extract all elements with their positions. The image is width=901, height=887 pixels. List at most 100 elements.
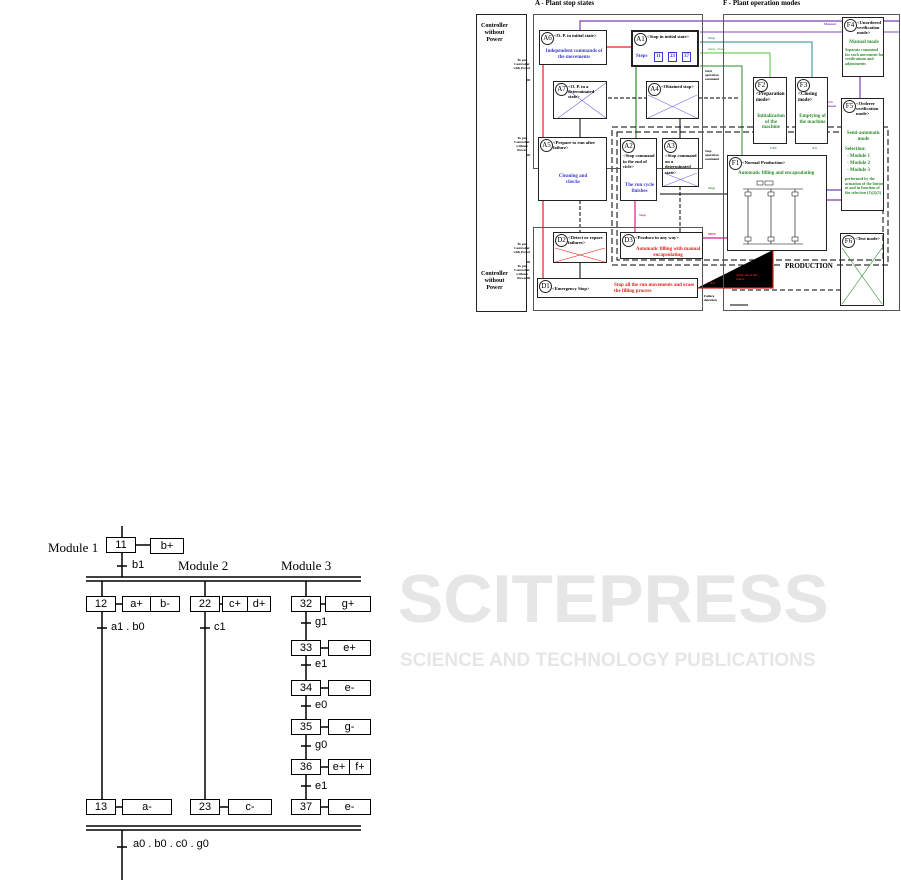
state-id: A1 xyxy=(634,33,647,46)
action-e-plus: e+ xyxy=(328,640,371,656)
action-d-plus: d+ xyxy=(247,596,271,612)
step-tag: 23 xyxy=(668,52,677,62)
transition-c1: c1 xyxy=(214,621,226,633)
arrow-label: Auto. Start xyxy=(708,47,725,51)
state-desc: The run cycle finishes xyxy=(624,183,655,194)
action-g-plus: g+ xyxy=(325,596,371,612)
step-34[interactable]: 34 xyxy=(291,680,321,696)
action-g-minus: g- xyxy=(328,719,371,735)
state-f5[interactable]: F5 <Orderer verification mode> Semi-auto… xyxy=(841,98,884,211)
state-id: F4 xyxy=(844,19,857,32)
state-id: F1 xyxy=(729,157,742,170)
step-37[interactable]: 37 xyxy=(291,799,321,815)
arrow-label: Stop xyxy=(708,186,715,190)
state-a3[interactable]: A3 <Stop command on a determinated state… xyxy=(662,138,699,187)
step-33[interactable]: 33 xyxy=(291,640,321,656)
state-title: <Detect or repare failures> xyxy=(568,235,603,245)
state-id: A2 xyxy=(622,140,635,153)
state-desc: Automatic filling and encapsulating xyxy=(738,171,815,176)
action-e-plus-2: e+ xyxy=(328,759,350,775)
state-f1[interactable]: F1 <Normal Production> Automatic filling… xyxy=(727,155,827,251)
state-id: A6 xyxy=(541,32,554,45)
arrow-label: CFS xyxy=(770,146,777,150)
state-id: A4 xyxy=(648,83,661,96)
state-id: D3 xyxy=(622,234,635,247)
state-a5[interactable]: A5 <Prepare to run after failure> Cleani… xyxy=(538,137,607,201)
controller-without-power-bottom: Controller without Power xyxy=(481,271,508,291)
state-a2[interactable]: A2 <Stop command in the end of cicle> Th… xyxy=(620,138,657,201)
action-f-plus: f+ xyxy=(349,759,371,775)
step-tag: 11 xyxy=(654,52,663,62)
arrow-label: Failure detection xyxy=(704,294,717,302)
state-f3[interactable]: F3 <Closing mode> Emptying of the machin… xyxy=(795,77,828,144)
section-a-box xyxy=(533,14,703,169)
state-a1[interactable]: A1 <Stop in initial state> Steps 11 23 3… xyxy=(631,30,699,67)
step-36[interactable]: 36 xyxy=(291,759,321,775)
state-id: F3 xyxy=(797,79,810,92)
step-35[interactable]: 35 xyxy=(291,719,321,735)
step-11[interactable]: 11 xyxy=(106,537,136,553)
transition-e0: e0 xyxy=(315,699,328,711)
state-id: D2 xyxy=(555,234,568,247)
watermark-text: SCITEPRESS xyxy=(398,561,829,637)
state-f2[interactable]: F2 <Preparation mode> Initialization of … xyxy=(753,77,787,144)
state-d1[interactable]: D1 <Emergency Stop> Stop all the run mov… xyxy=(537,278,698,298)
state-subtitle: Semi-automatic mode xyxy=(846,131,881,142)
side-label: To put Controller without Power xyxy=(514,264,530,280)
state-title: <Unordered verification mode> xyxy=(857,20,881,35)
transition-g1: g1 xyxy=(315,616,328,628)
step-13[interactable]: 13 xyxy=(86,799,116,815)
state-title: <Test mode> xyxy=(855,236,881,241)
state-a4[interactable]: A4 <Obtained stop> xyxy=(646,81,699,119)
step-32[interactable]: 32 xyxy=(291,596,321,612)
action-a-plus: a+ xyxy=(122,596,151,612)
state-desc: Emptying of the machine xyxy=(799,114,826,125)
state-title: <Stop command in the end of cicle> xyxy=(623,153,655,169)
step-12[interactable]: 12 xyxy=(86,596,116,612)
final-transition: a0 . b0 . c0 . g0 xyxy=(133,838,209,850)
state-title: <Emergency Stop> xyxy=(552,286,590,291)
state-a6[interactable]: A6 <O. P. in initial state> Independent … xyxy=(539,30,607,65)
action-b-minus: b- xyxy=(150,596,180,612)
section-d-box xyxy=(533,227,703,311)
side-label: To put Controller without Power xyxy=(514,136,530,152)
state-id: F5 xyxy=(843,100,856,113)
state-a7[interactable]: A7 <O. P. in a determinated state> xyxy=(553,81,607,119)
state-title: <Normal Production> xyxy=(742,160,786,165)
state-id: D1 xyxy=(539,280,552,293)
state-d2[interactable]: D2 <Detect or repare failures> xyxy=(553,232,607,263)
module-2-label: Module 2 xyxy=(178,558,229,573)
state-id: A5 xyxy=(540,139,553,152)
state-id: F2 xyxy=(755,79,768,92)
state-f6[interactable]: F6 <Test mode> xyxy=(840,233,884,306)
step-22[interactable]: 22 xyxy=(190,596,220,612)
state-f4[interactable]: F4 <Unordered verification mode> Manual … xyxy=(842,17,884,77)
state-desc: Automatic filling with manual encapsulat… xyxy=(635,247,701,258)
module-3-label: Module 3 xyxy=(281,558,332,573)
state-title: <O. P. in a determinated state> xyxy=(568,84,595,99)
state-title: <Preparation mode> xyxy=(756,92,785,103)
mini-grafcet-icon xyxy=(743,180,803,245)
arrow-label: Start operation command xyxy=(705,69,719,81)
arrow-label: AU xyxy=(710,281,716,285)
selection-label: Selection: xyxy=(845,147,866,152)
step-tag: 37 xyxy=(682,52,691,62)
step-23[interactable]: 23 xyxy=(190,799,220,815)
state-desc: Separate command for each movement for v… xyxy=(845,47,884,66)
module-option: - Module 2 xyxy=(847,161,871,166)
state-id: A7 xyxy=(555,83,568,96)
watermark-subtext: SCIENCE AND TECHNOLOGY PUBLICATIONS xyxy=(400,650,816,671)
section-f-title: F - Plant operation modes xyxy=(723,0,801,7)
transition-b1: b1 xyxy=(132,559,145,571)
state-id: A3 xyxy=(664,140,677,153)
state-title: <Closing mode> xyxy=(798,92,817,103)
state-d3[interactable]: D3 <Produce in any way> Automatic fillin… xyxy=(620,232,703,259)
action-e-minus-2: e- xyxy=(328,799,371,815)
state-subtitle: Manual mode xyxy=(849,40,879,45)
state-title: <Prepare to run after failure> xyxy=(553,140,596,150)
state-desc: Cleaning and checks xyxy=(558,174,588,185)
state-desc: Independent commands of the movements xyxy=(545,49,603,60)
arrow-label: Stop xyxy=(639,213,646,217)
side-label: To put Controller with Power xyxy=(513,58,531,70)
